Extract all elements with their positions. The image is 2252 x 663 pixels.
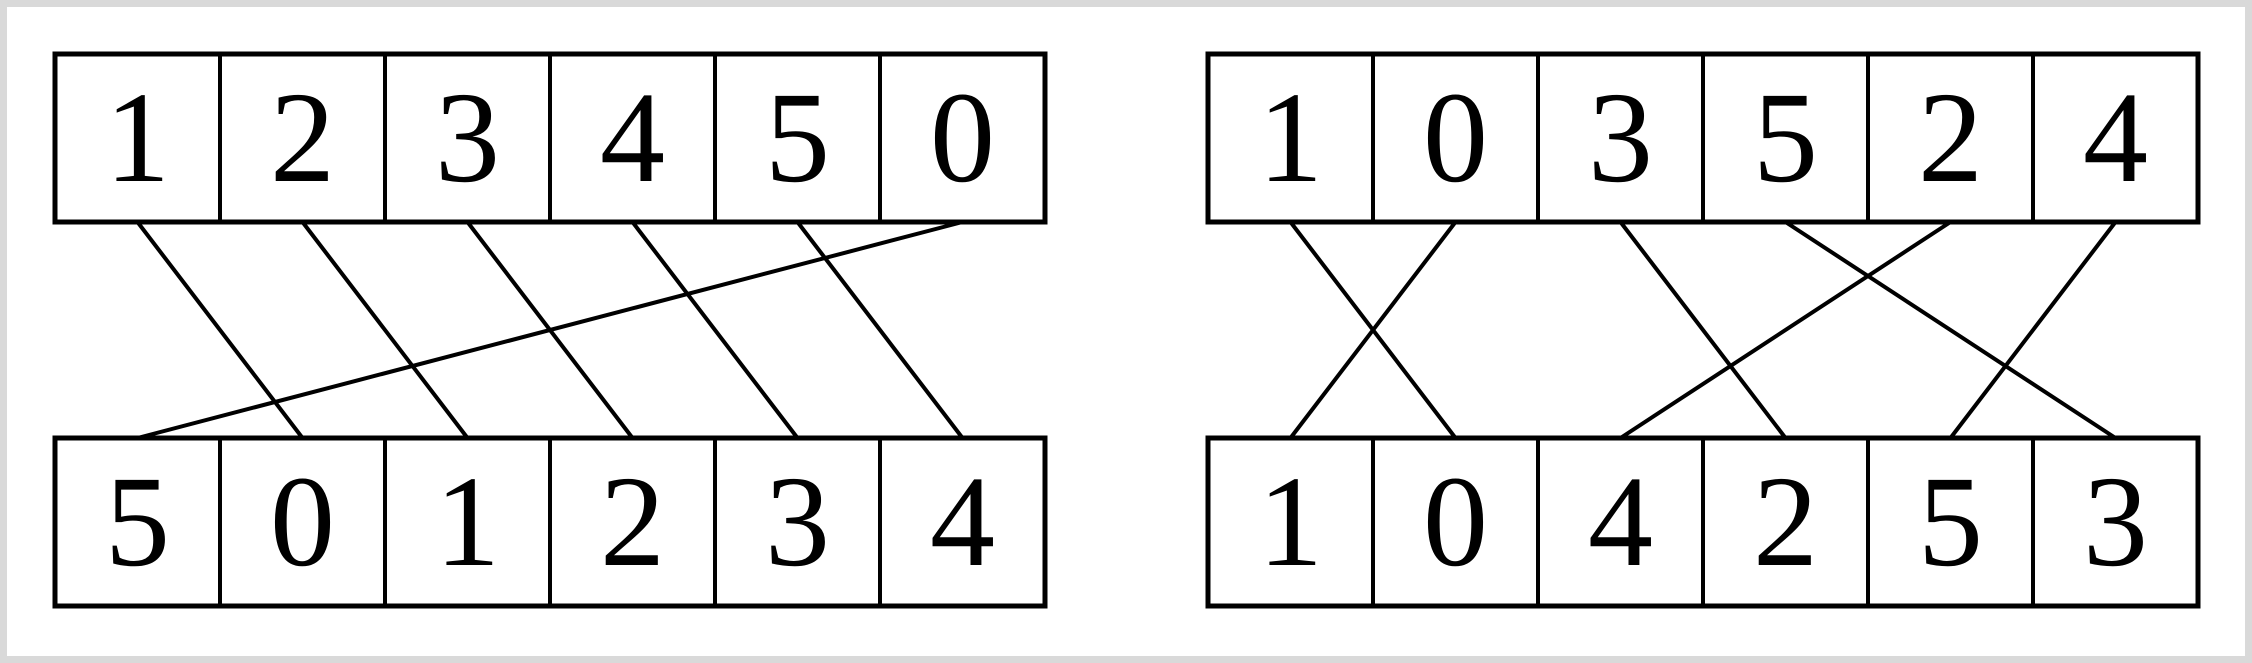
- right-top-cell-5: 4: [2083, 66, 2148, 210]
- right-bottom-cell-4: 5: [1918, 450, 1983, 594]
- left-top-cell-3: 4: [600, 66, 665, 210]
- right-bottom-cell-1: 0: [1423, 450, 1488, 594]
- connector-line: [1948, 220, 2118, 440]
- right-bottom-cell-2: 4: [1588, 450, 1653, 594]
- right-top-cell-0: 1: [1258, 66, 1323, 210]
- right-top-cell-2: 3: [1588, 66, 1653, 210]
- left-bottom-cell-5: 4: [930, 450, 995, 594]
- left-connector-lines: [135, 220, 965, 440]
- connector-line: [135, 220, 965, 440]
- left-top-cell-0: 1: [105, 66, 170, 210]
- right-bottom-cell-0: 1: [1258, 450, 1323, 594]
- left-bottom-cell-2: 1: [435, 450, 500, 594]
- left-top-cell-2: 3: [435, 66, 500, 210]
- connector-line: [1618, 220, 1788, 440]
- right-top-cell-3: 5: [1753, 66, 1818, 210]
- connector-line: [1618, 220, 1953, 440]
- right-bottom-cell-5: 3: [2083, 450, 2148, 594]
- left-bottom-cell-0: 5: [105, 450, 170, 594]
- connector-line: [300, 220, 470, 440]
- left-top-cell-4: 5: [765, 66, 830, 210]
- right-bottom-cell-3: 2: [1753, 450, 1818, 594]
- right-connector-lines: [1288, 220, 2118, 440]
- left-bottom-cell-3: 2: [600, 450, 665, 594]
- left-bottom-cell-4: 3: [765, 450, 830, 594]
- connector-line: [1783, 220, 2118, 440]
- right-top-cell-4: 2: [1918, 66, 1983, 210]
- left-bottom-cell-1: 0: [270, 450, 335, 594]
- left-permutation-diagram: 1 2 3 4 5 0 5 0 1 2 3 4: [52, 51, 1048, 609]
- right-permutation-diagram: 1 0 3 5 2 4 1 0 4 2 5 3: [1205, 51, 2201, 609]
- connector-line: [1288, 220, 1458, 440]
- connector-line: [630, 220, 800, 440]
- left-top-cell-1: 2: [270, 66, 335, 210]
- left-top-cell-5: 0: [930, 66, 995, 210]
- right-top-cell-1: 0: [1423, 66, 1488, 210]
